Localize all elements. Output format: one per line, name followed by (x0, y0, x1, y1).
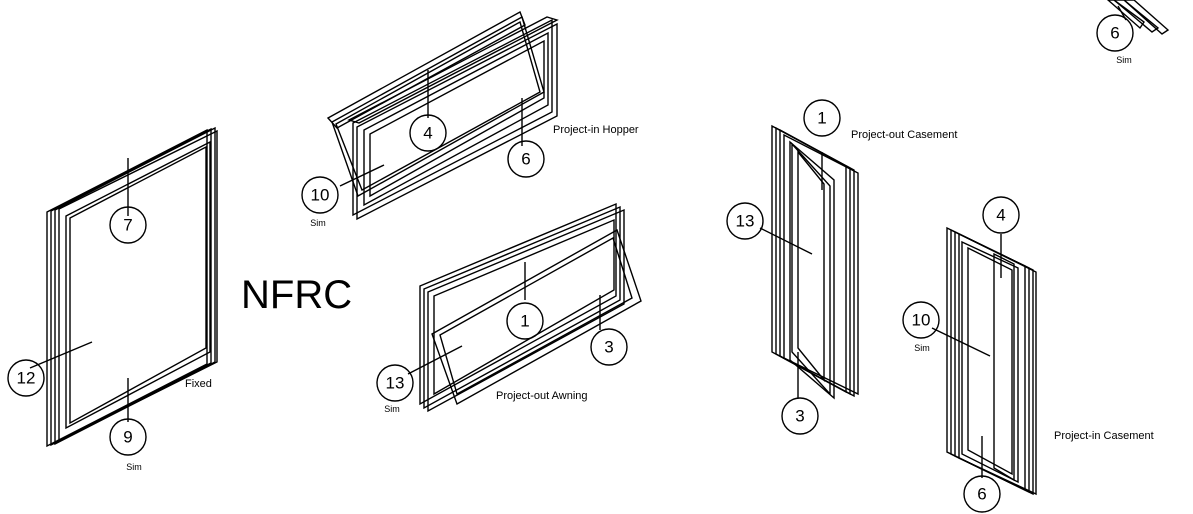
callout-awning-top: 1 (520, 312, 529, 331)
callout-circle (409, 114, 447, 152)
sim-fixed-bottom: Sim (126, 462, 142, 472)
callout-hopper-top: 4 (423, 124, 432, 143)
callout-circle (1096, 14, 1134, 52)
awning-window-drawing (407, 202, 642, 413)
callout-circle (781, 397, 819, 435)
callout-fixed-side: 12 (17, 369, 36, 388)
callout-casement-in-top: 4 (996, 206, 1005, 225)
hopper-window-drawing (326, 10, 559, 221)
callout-circle (590, 328, 628, 366)
callout-circle (982, 196, 1020, 234)
fixed-window-drawing (29, 126, 218, 448)
callout-casement-out-top: 1 (817, 109, 826, 128)
callout-casement-out-bottom: 3 (795, 407, 804, 426)
callout-casement-in-left: 10 (912, 311, 931, 330)
callout-circle (507, 140, 545, 178)
label-casement-out: Project-out Casement (851, 129, 957, 141)
label-awning: Project-out Awning (496, 390, 588, 402)
callout-casement-out-left: 13 (736, 212, 755, 231)
callout-circle (506, 302, 544, 340)
callout-hopper-left: 10 (311, 186, 330, 205)
sim-corner: Sim (1116, 55, 1132, 65)
callout-circle (301, 176, 339, 214)
callout-circle (803, 99, 841, 137)
label-hopper: Project-in Hopper (553, 124, 639, 136)
callout-fixed-bottom: 9 (123, 428, 132, 447)
callout-hopper-right: 6 (521, 150, 530, 169)
callout-circle (376, 364, 414, 402)
sim-casement-in-left: Sim (914, 343, 930, 353)
callout-circle (109, 418, 147, 456)
callout-circle (109, 206, 147, 244)
callout-circle (726, 202, 764, 240)
sim-hopper-left: Sim (310, 218, 326, 228)
callout-awning-left: 13 (386, 374, 405, 393)
casement-out-window-drawing (759, 124, 859, 400)
callout-awning-right: 3 (604, 338, 613, 357)
callout-casement-in-bottom: 6 (977, 485, 986, 504)
callout-corner: 6 (1110, 24, 1119, 43)
callout-fixed-top: 7 (123, 216, 132, 235)
label-casement-in: Project-in Casement (1054, 430, 1154, 442)
callout-circle (963, 475, 1001, 513)
callout-circle (902, 301, 940, 339)
callout-circle (7, 359, 45, 397)
label-fixed: Fixed (185, 378, 212, 390)
casement-in-window-drawing (931, 226, 1037, 496)
sim-awning-left: Sim (384, 404, 400, 414)
nfrc-heading: NFRC (241, 273, 352, 317)
